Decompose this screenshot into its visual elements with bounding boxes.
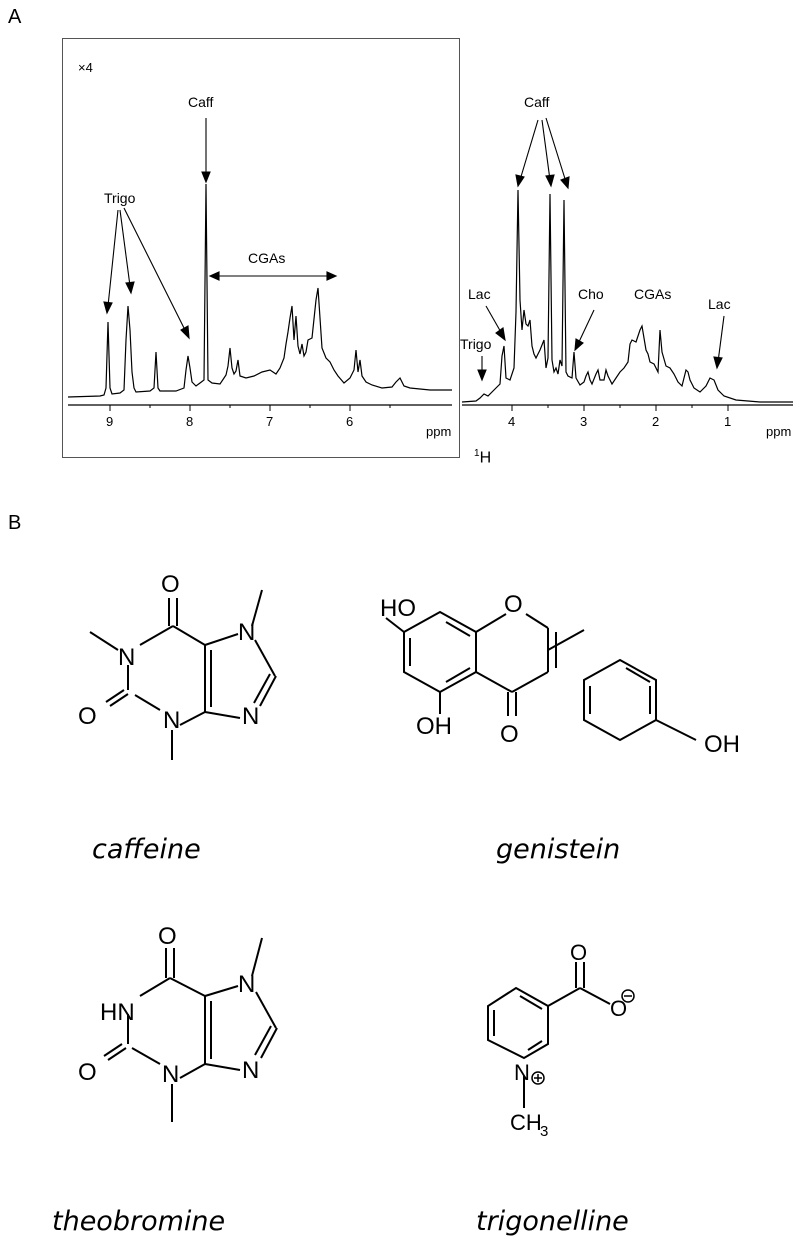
right-tick-4: 4 (508, 414, 516, 429)
inset-scale-label: ×4 (78, 60, 93, 75)
nmr-spectra (67, 117, 793, 411)
svg-text:HN: HN (100, 999, 135, 1026)
svg-text:N: N (242, 703, 259, 730)
svg-text:N: N (162, 1061, 179, 1088)
annotation-cgas-right: CGAs (634, 286, 672, 302)
svg-text:HO: HO (380, 595, 416, 622)
svg-text:N: N (118, 644, 135, 671)
panel-b-label: B (8, 512, 22, 534)
panel-a-label: A (8, 6, 22, 28)
molecule-name-trigonelline: trigonelline (476, 1206, 629, 1237)
left-tick-6: 6 (346, 414, 354, 429)
right-tick-2: 2 (652, 414, 660, 429)
left-tick-8: 8 (186, 414, 194, 429)
svg-text:O: O (610, 996, 627, 1021)
svg-text:O: O (78, 703, 97, 730)
svg-text:3: 3 (540, 1123, 548, 1140)
svg-text:N: N (238, 971, 255, 998)
annotation-caff-left: Caff (188, 94, 214, 110)
inset-frame (62, 38, 460, 458)
svg-text:OH: OH (704, 731, 740, 758)
annotation-caff-right: Caff (524, 94, 550, 110)
left-tick-9: 9 (106, 414, 114, 429)
nucleus-label: 1H (474, 448, 492, 467)
molecule-name-theobromine: theobromine (52, 1206, 226, 1237)
svg-text:O: O (504, 591, 523, 618)
molecule-name-genistein: genistein (496, 834, 621, 865)
annotation-lac-right-1: Lac (468, 286, 491, 302)
spectrum-right-trace (461, 189, 793, 403)
molecule-name-caffeine: caffeine (92, 834, 201, 865)
svg-text:N: N (514, 1060, 530, 1085)
svg-text:O: O (158, 923, 177, 950)
svg-text:N: N (163, 707, 180, 734)
svg-text:O: O (500, 721, 519, 748)
svg-text:OH: OH (416, 713, 452, 740)
right-tick-1: 1 (724, 414, 732, 429)
svg-text:O: O (570, 940, 587, 965)
annotation-trigo-right: Trigo (460, 336, 492, 352)
annotation-cgas-left: CGAs (248, 250, 286, 266)
left-tick-7: 7 (266, 414, 274, 429)
annotation-cho-right: Cho (578, 286, 604, 302)
svg-text:N: N (242, 1057, 259, 1084)
left-axis-unit: ppm (426, 424, 452, 439)
svg-text:O: O (78, 1059, 97, 1086)
right-tick-3: 3 (580, 414, 588, 429)
svg-text:CH: CH (510, 1110, 542, 1135)
annotation-trigo-left: Trigo (104, 190, 136, 206)
svg-text:O: O (161, 571, 180, 598)
right-axis-unit: ppm (766, 424, 792, 439)
spectrum-left-trace (67, 183, 452, 398)
svg-text:N: N (238, 619, 255, 646)
annotation-lac-right-2: Lac (708, 296, 731, 312)
